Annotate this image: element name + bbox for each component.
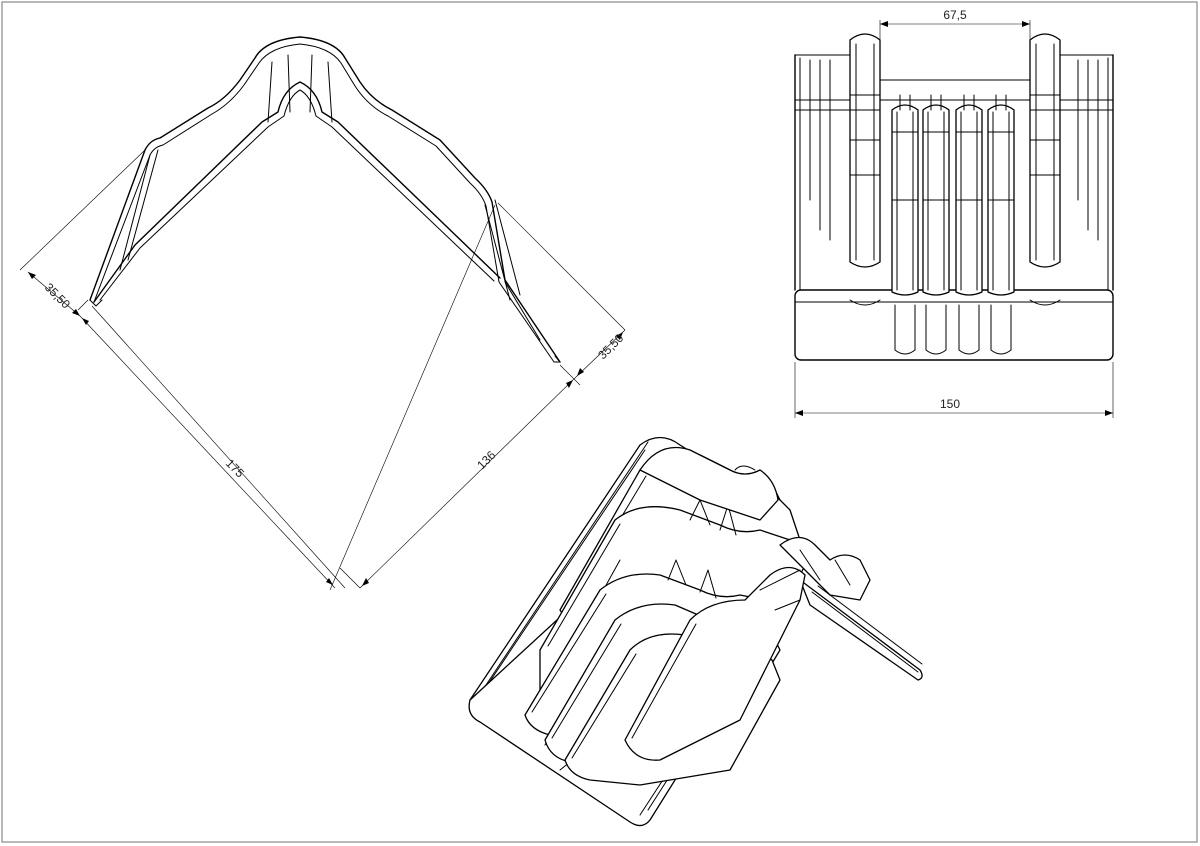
side-view: 35,50 175 136 35,50: [19, 36, 627, 591]
isometric-view: [468, 436, 923, 827]
dim-overall-width: 150: [940, 397, 960, 411]
dim-slot-width: 67,5: [943, 8, 967, 22]
front-view: 67,5 150: [794, 8, 1114, 418]
